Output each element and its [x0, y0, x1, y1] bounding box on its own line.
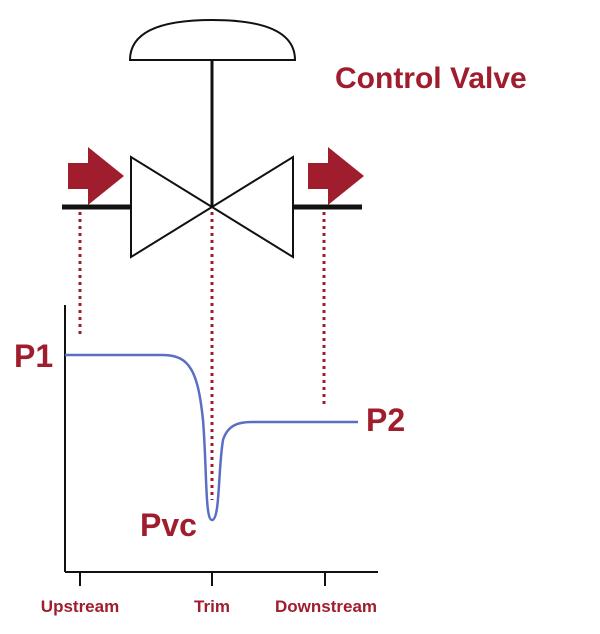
- flow-arrow-out-icon: [308, 147, 364, 205]
- label-pvc: Pvc: [140, 507, 197, 543]
- flow-arrow-in-icon: [68, 147, 124, 205]
- pressure-curve: [65, 353, 358, 522]
- tick-label-upstream: Upstream: [40, 597, 120, 616]
- diagram-title: Control Valve: [335, 62, 527, 95]
- label-p2: P2: [366, 402, 406, 438]
- tick-label-downstream: Downstream: [274, 597, 378, 616]
- valve-body-left-icon: [130, 155, 214, 259]
- valve-body-right-icon: [210, 155, 294, 259]
- actuator-dome-icon: [128, 18, 297, 61]
- tick-label-trim: Trim: [194, 597, 230, 616]
- label-p1: P1: [14, 338, 54, 374]
